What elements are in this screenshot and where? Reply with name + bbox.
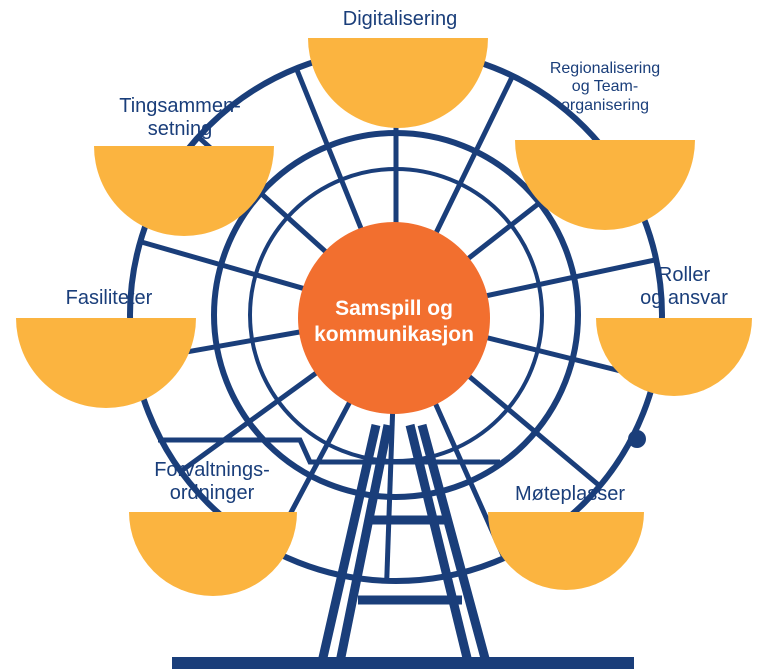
gondola-label-moteplasser: Møteplasser xyxy=(514,483,626,505)
gondola-label-regionalisering: Regionalisering og Team- organisering xyxy=(549,60,661,114)
gondola-cups xyxy=(16,38,752,596)
gondola-label-tingsammensetning: Tingsammen- setning xyxy=(119,95,241,140)
gondola-label-forvaltning: Forvaltnings- ordninger xyxy=(154,459,270,504)
hub-circle xyxy=(298,222,490,414)
gondola-cup-digitalisering xyxy=(308,38,488,128)
gondola-label-roller: Roller og ansvar xyxy=(640,264,728,309)
gondola-cup-regionalisering xyxy=(515,140,695,230)
gondola-label-fasiliteter: Fasiliteter xyxy=(65,287,153,309)
gondola-cup-roller xyxy=(596,318,752,396)
wheel-stand xyxy=(158,423,500,664)
ground-base xyxy=(172,657,634,669)
rim-knob xyxy=(628,430,646,448)
hub-label: Samspill og kommunikasjon xyxy=(314,297,474,347)
gondola-cup-forvaltning xyxy=(129,512,297,596)
gondola-label-digitalisering: Digitalisering xyxy=(342,8,458,30)
stand-bracket xyxy=(158,437,500,465)
gondola-cup-fasiliteter xyxy=(16,318,196,408)
inner-rim xyxy=(211,130,581,500)
gondola-cup-tingsammensetning xyxy=(94,146,274,236)
gondola-cup-moteplasser xyxy=(488,512,644,590)
